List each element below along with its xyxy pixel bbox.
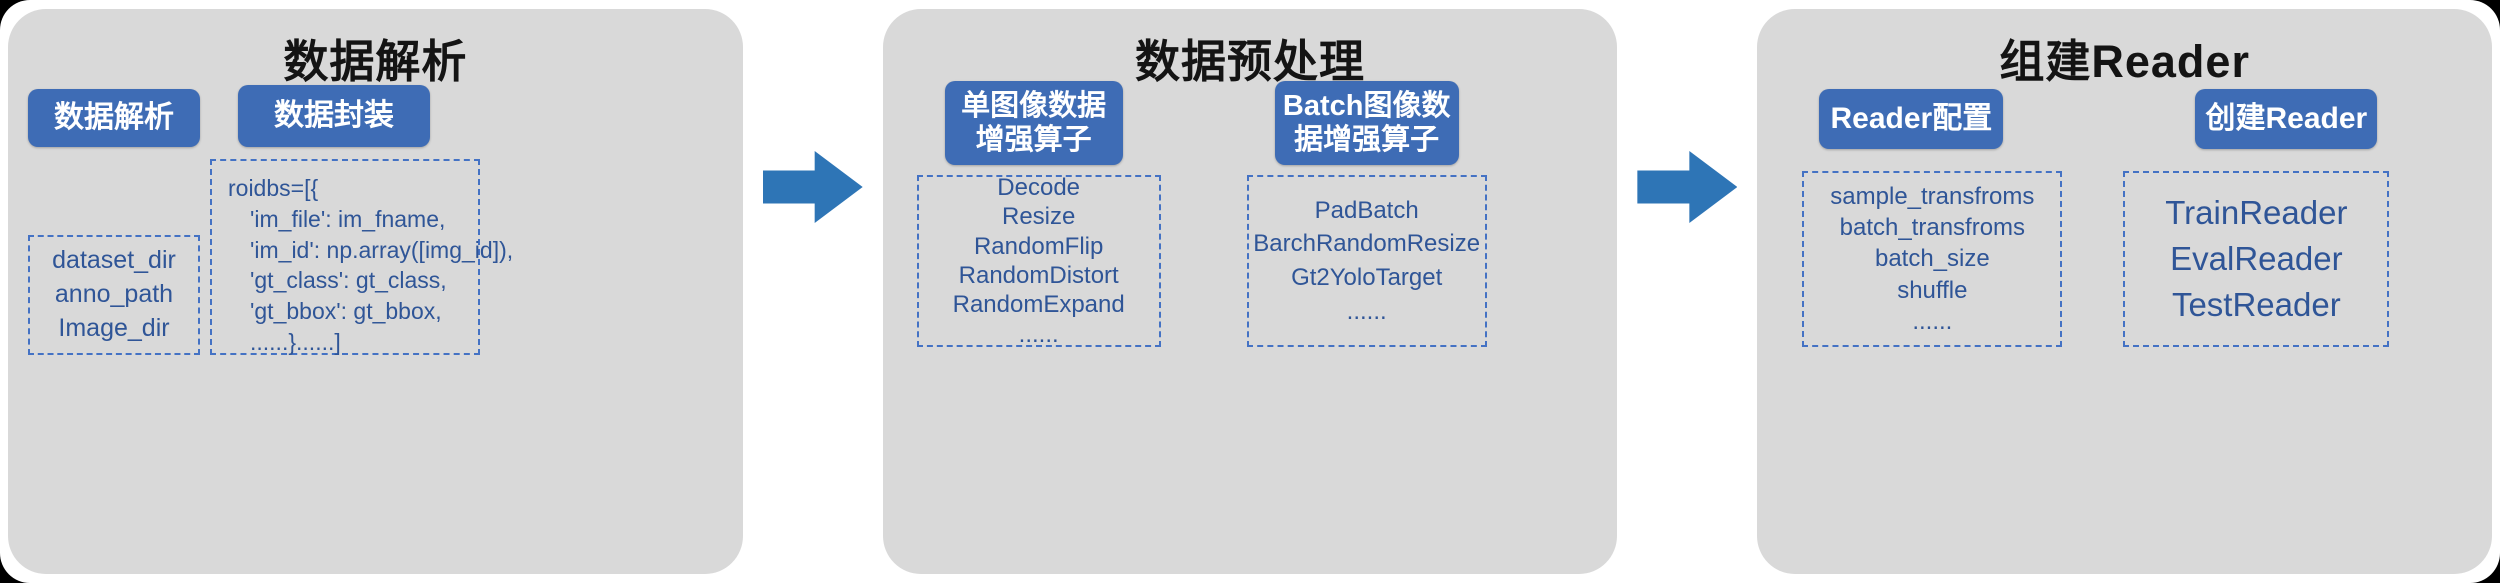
box-line: RandomDistort [958,262,1119,289]
stage-button-create-reader: 创建Reader [2195,89,2378,149]
panel-title: 数据预处理 [1135,36,1366,87]
box-line: EvalReader [2170,239,2343,277]
panel-data-preprocess: 数据预处理 单图像数据 增强算子 Batch图像数 据增强算子 Decode R… [882,9,1618,574]
info-box-single-ops: Decode Resize RandomFlip RandomDistort R… [916,174,1161,348]
stage-button-data-wrap: 数据封装 [238,85,430,147]
code-line: 'gt_class': gt_class, [250,267,447,294]
box-line: RandomFlip [973,232,1104,260]
arrow-gap [743,9,883,574]
box-line: BarchRandomResize [1253,230,1481,258]
code-line: 'im_id': np.array([img_id]), [250,236,514,263]
arrow-right-icon [762,151,863,223]
info-box-batch-ops: PadBatch BarchRandomResize Gt2YoloTarget… [1246,175,1487,347]
box-line: Resize [1001,203,1076,231]
code-line: 'im_file': im_fname, [250,205,446,232]
arrow-gap [1617,9,1757,574]
box-line: Image_dir [58,313,170,342]
box-line: TrainReader [2165,193,2348,231]
panel-title: 组建Reader [1999,36,2250,87]
info-box-readers: TrainReader EvalReader TestReader [2123,171,2390,347]
panel-build-reader: 组建Reader Reader配置 创建Reader sample_transf… [1757,9,2493,574]
box-line: ...... [1912,307,1953,335]
code-line: 'gt_bbox': gt_bbox, [250,298,442,325]
panel-title: 数据解析 [283,36,468,87]
stage-button-data-parse: 数据解析 [28,89,200,147]
box-line: dataset_dir [52,246,176,275]
box-line: TestReader [2171,286,2341,324]
box-line: anno_path [54,280,174,309]
box-line: sample_transfroms [1830,183,2035,211]
box-line: shuffle [1897,276,1968,304]
box-line: ...... [1346,297,1387,325]
box-line: batch_transfroms [1839,214,2026,242]
box-line: RandomExpand [952,291,1125,319]
arrow-right-icon [1637,151,1738,223]
info-box-roidbs-code: roidbs=[{ 'im_file': im_fname, 'im_id': … [210,159,514,356]
code-line: ......}......] [250,329,341,356]
box-line: PadBatch [1314,196,1419,224]
stage-button-single-image-augment: 单图像数据 增强算子 [944,81,1123,165]
stage-button-reader-config: Reader配置 [1819,89,2004,149]
box-line: Decode [997,174,1081,202]
panel-data-parsing: 数据解析 数据解析 数据封装 dataset_dir anno_path Ima… [8,9,743,574]
box-line: Gt2YoloTarget [1291,264,1443,291]
stage-button-batch-image-augment: Batch图像数 据增强算子 [1274,81,1459,165]
info-box-dataset-paths: dataset_dir anno_path Image_dir [28,235,200,355]
box-line: ...... [1018,320,1059,348]
code-line: roidbs=[{ [228,175,319,201]
box-line: batch_size [1874,245,1990,273]
info-box-reader-config: sample_transfroms batch_transfroms batch… [1802,171,2063,347]
